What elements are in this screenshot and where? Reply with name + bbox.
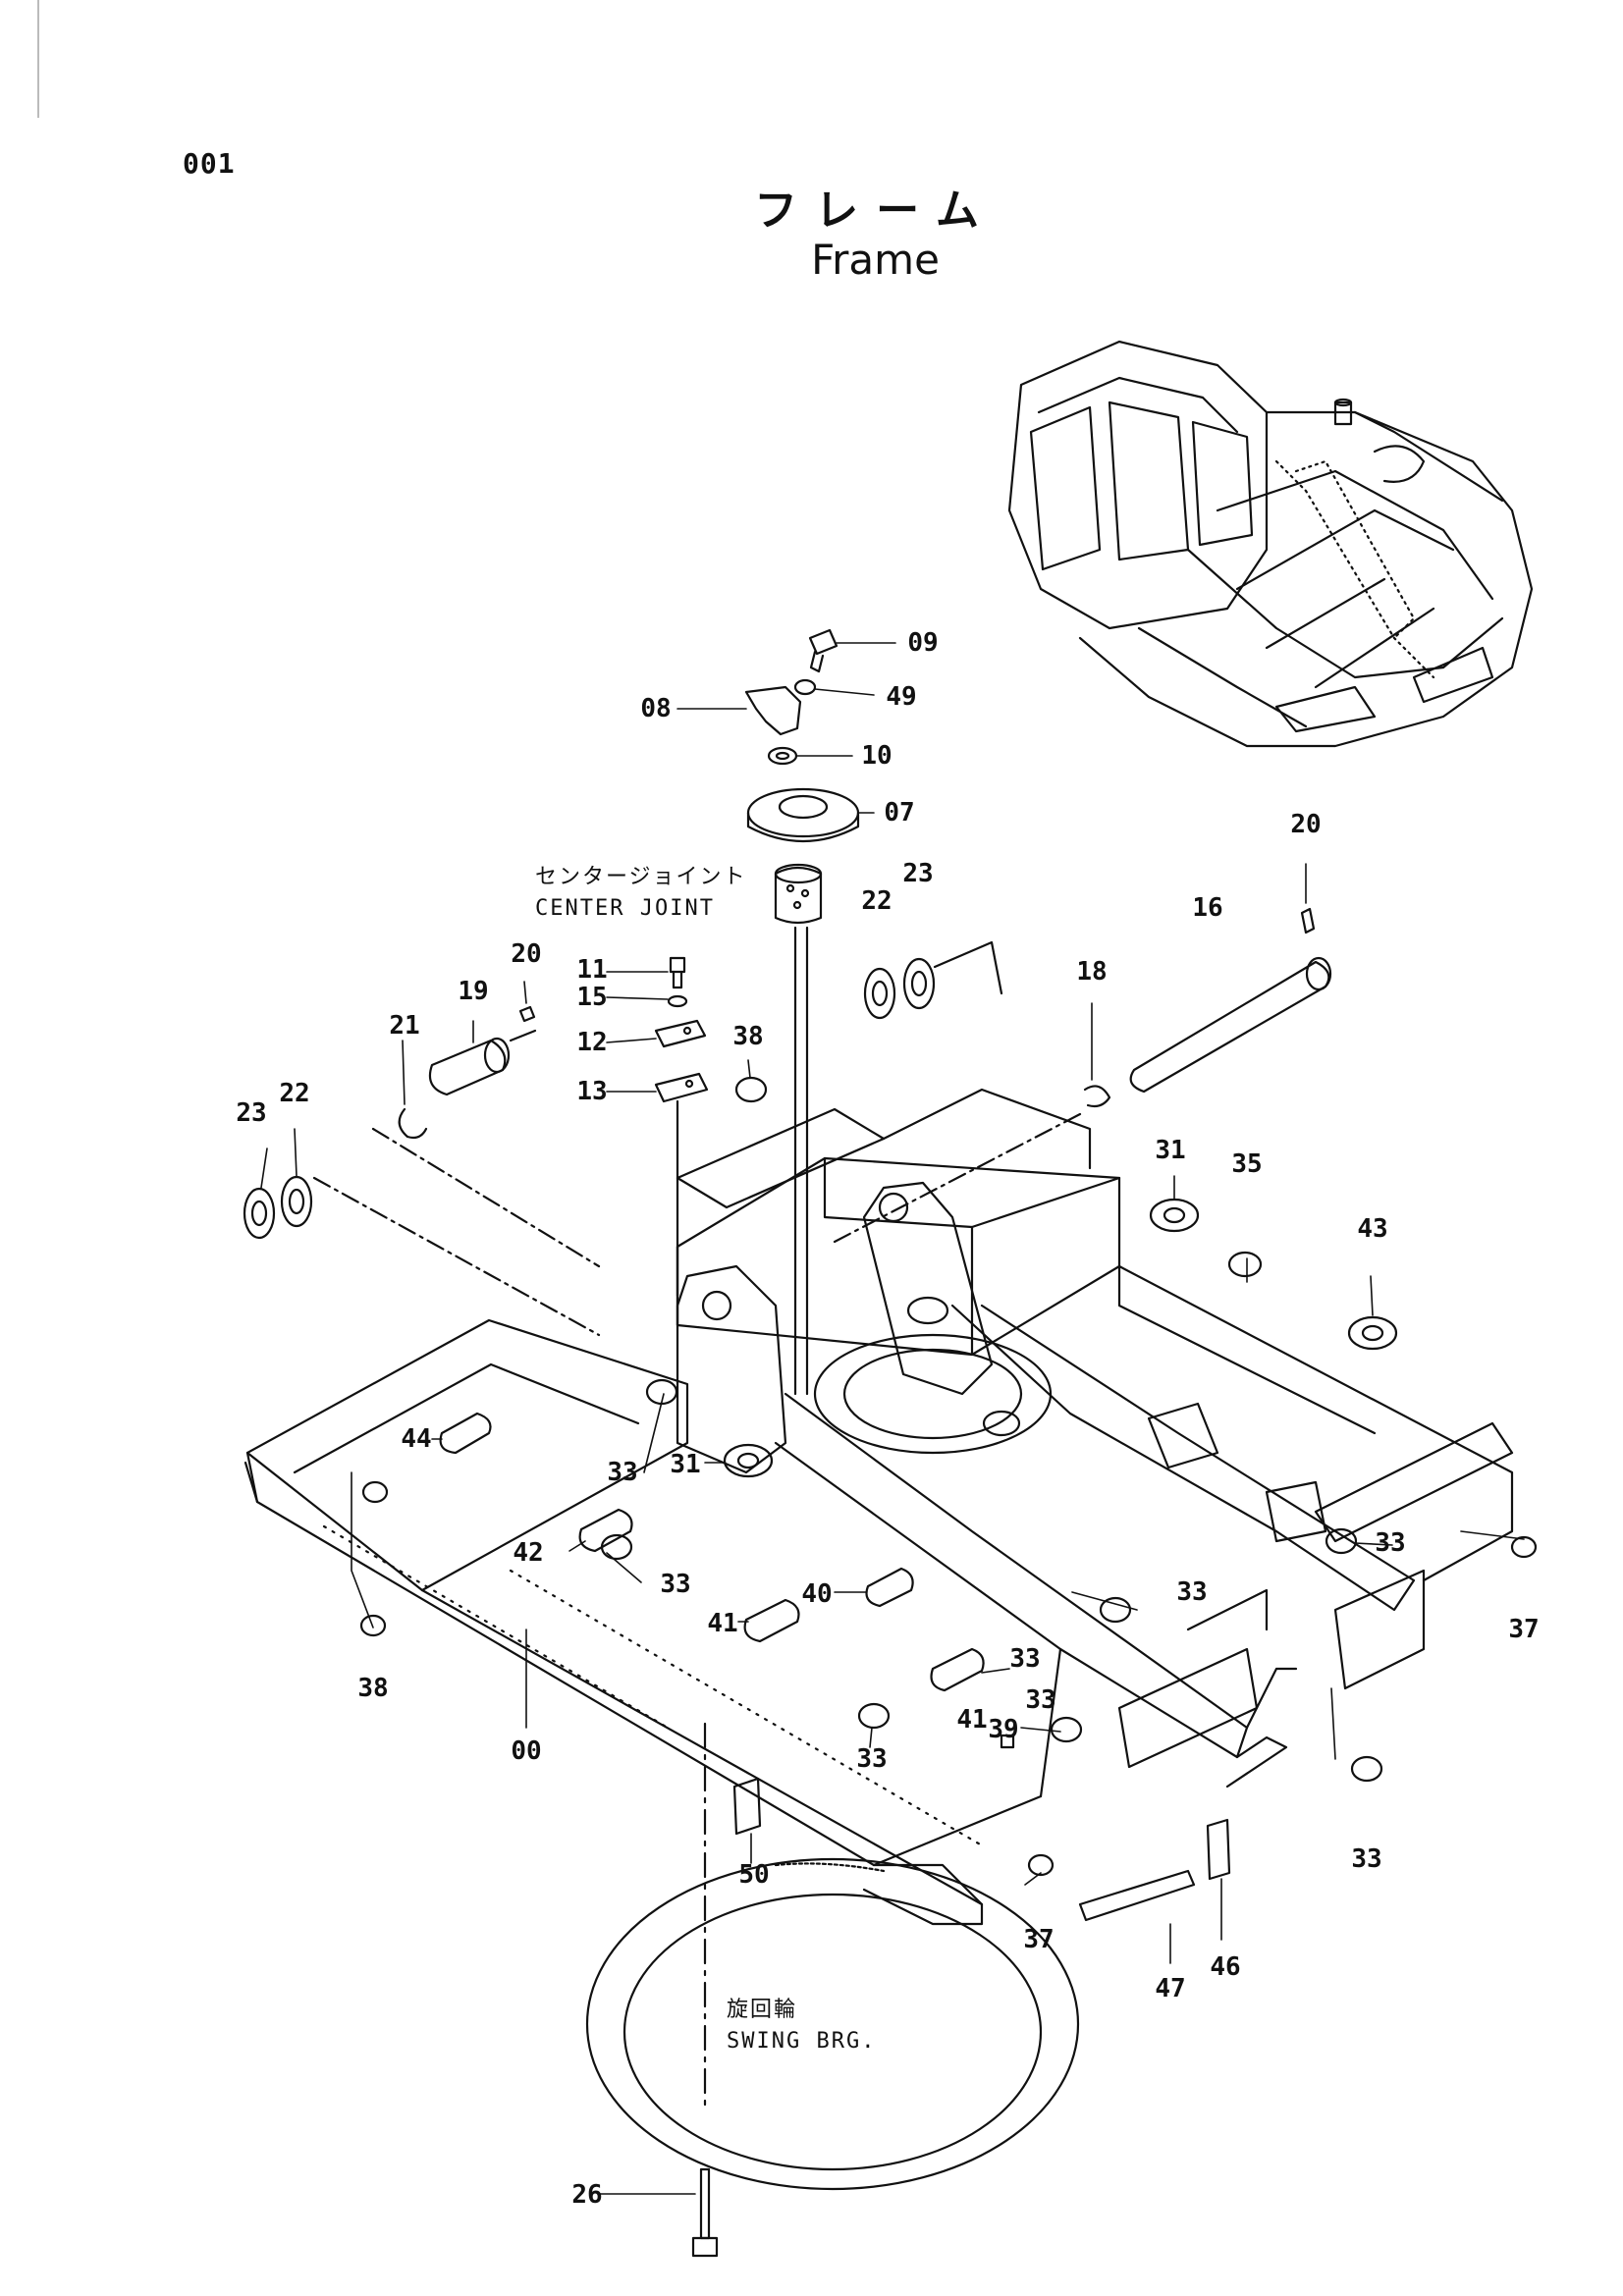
callout-label: 43 [1357, 1214, 1388, 1244]
callout-label: 07 [884, 798, 915, 828]
callout-label: 33 [856, 1744, 888, 1774]
callout-label: 33 [607, 1458, 638, 1487]
callout-label: 22 [279, 1079, 310, 1108]
page-title-japanese: フレーム [754, 186, 997, 236]
callout-label: 26 [571, 2180, 603, 2210]
callout-label: 08 [640, 694, 672, 723]
swing-bearing-label-jp: 旋回輪 [727, 1998, 798, 2022]
page-number: 001 [183, 147, 236, 180]
rubber-grommets [359, 1076, 1538, 1877]
upper-parts-stack [243, 628, 1332, 1396]
callout-label: 33 [1375, 1528, 1406, 1558]
bolt-26 [691, 2167, 719, 2258]
callout-label: 38 [357, 1674, 389, 1703]
callout-label: 31 [670, 1450, 701, 1479]
scan-edge-line [37, 0, 39, 118]
callout-label: 23 [902, 859, 934, 888]
callout-label: 19 [458, 977, 489, 1006]
callout-label: 44 [401, 1424, 432, 1454]
callout-label: 13 [576, 1077, 608, 1106]
callout-label: 37 [1508, 1615, 1540, 1644]
callout-label: 37 [1023, 1925, 1055, 1954]
callout-label: 33 [1176, 1577, 1208, 1607]
callout-label: 41 [956, 1705, 988, 1735]
main-frame-body [243, 1088, 1514, 1926]
callout-label: 38 [732, 1022, 764, 1051]
swing-bearing-label-en: SWING BRG. [727, 2029, 877, 2054]
center-joint-label-en: CENTER JOINT [535, 896, 715, 921]
callout-label: 23 [236, 1098, 267, 1128]
callout-label: 18 [1076, 957, 1108, 987]
callout-label: 40 [801, 1579, 833, 1609]
callout-label: 22 [861, 886, 893, 916]
callout-label: 33 [1025, 1685, 1056, 1715]
center-joint-label-jp: センタージョイント [535, 865, 747, 889]
callout-label: 39 [988, 1715, 1019, 1744]
callout-label: 35 [1231, 1149, 1263, 1179]
callout-label: 20 [1290, 810, 1322, 839]
callout-label: 00 [511, 1736, 542, 1766]
excavator-overview-illustration [1007, 340, 1534, 748]
callout-label: 33 [1009, 1644, 1041, 1674]
callout-label: 50 [738, 1860, 770, 1890]
callout-label: 15 [576, 983, 608, 1012]
callout-label: 47 [1155, 1974, 1186, 2003]
callout-label: 33 [1351, 1844, 1382, 1874]
callout-label: 20 [511, 939, 542, 969]
callout-label: 41 [707, 1609, 738, 1638]
callout-label: 42 [513, 1538, 544, 1568]
swing-bearing-ring [585, 1722, 1080, 2191]
leader-lines [260, 642, 1525, 2195]
callout-label: 10 [861, 741, 893, 771]
loose-parts [732, 1777, 1231, 1922]
callout-label: 33 [660, 1570, 691, 1599]
callout-label: 11 [576, 955, 608, 985]
callout-label: 09 [907, 628, 939, 658]
callout-label: 16 [1192, 893, 1223, 923]
callout-label: 21 [389, 1011, 420, 1041]
callout-label: 49 [886, 682, 917, 712]
page-title-english: Frame [811, 236, 940, 284]
callout-label: 46 [1210, 1952, 1241, 1982]
callout-label: 31 [1155, 1136, 1186, 1165]
callout-label: 12 [576, 1028, 608, 1057]
